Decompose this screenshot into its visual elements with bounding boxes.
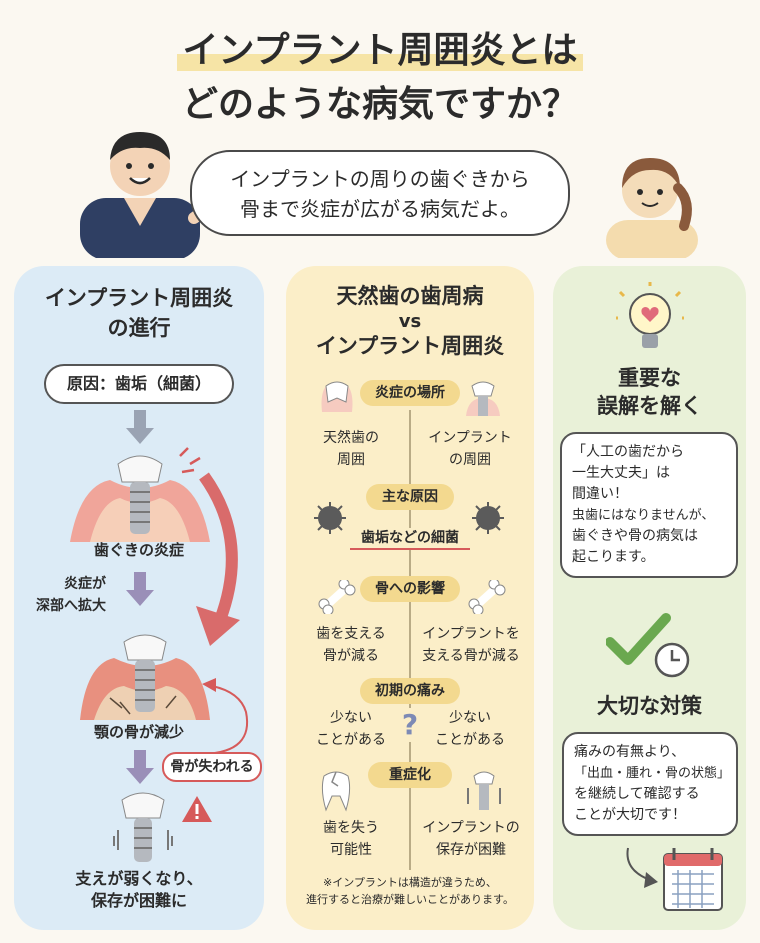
inflamed-implant-icon (70, 447, 210, 542)
implant-tooth-icon (466, 381, 500, 416)
page-title-line2: どのような病気ですか？ (181, 84, 578, 125)
countermeasure-line1: 痛みの有無より、 (574, 744, 686, 760)
curved-red-arrow-icon (196, 472, 240, 646)
countermeasure-title: 大切な対策 (597, 694, 702, 718)
misconception-line2: 一生大丈夫」は (572, 465, 670, 481)
down-arrow-icon (126, 410, 154, 444)
misconception-line5: 歯ぐきや骨の病気は (572, 528, 698, 544)
row3-left-line2: 骨が減る (323, 648, 379, 664)
comparison-divider (409, 410, 411, 870)
row1-right-line2: の周囲 (449, 452, 491, 468)
countermeasure-line2: 「出血・腫れ・骨の状態」 (574, 766, 731, 781)
step-gum-inflammation: 歯ぐきの炎症 (93, 541, 184, 559)
step-bone-loss: 顎の骨が減少 (93, 723, 184, 741)
row4-right-line2: ことがある (435, 732, 505, 748)
comparison-title-line2: インプラント周囲炎 (315, 334, 505, 358)
bone-lost-label: 骨が失われる (162, 752, 262, 782)
pill-inflammation-site: 炎症の場所 (360, 380, 460, 406)
row1-left-line2: 周囲 (337, 452, 365, 468)
misconception-box: 「人工の歯だから 一生大丈夫」は 間違い！ 虫歯にはなりませんが、 歯ぐきや骨の… (560, 432, 738, 578)
calendar-icon (626, 847, 723, 911)
countermeasure-line3: を継続して確認する (574, 786, 700, 802)
row1-right-line1: インプラント (428, 430, 512, 446)
row1-left-line1: 天然歯の (323, 430, 379, 446)
loose-implant-icon (113, 792, 173, 862)
doctor-illustration (80, 132, 212, 258)
row5-left-line1: 歯を失う (323, 820, 379, 836)
pill-severe: 重症化 (368, 762, 452, 788)
row4-left-line1: 少ない (330, 710, 372, 726)
row5-right-line1: インプラントの (422, 820, 520, 836)
bone-icon-left (318, 580, 356, 614)
patient-illustration (606, 158, 698, 258)
row4-right-line1: 少ない (449, 710, 491, 726)
bone-loss-implant-icon (80, 634, 210, 720)
misconception-line4: 虫歯にはなりませんが、 (572, 508, 715, 523)
question-icon: ? (396, 708, 424, 742)
lightbulb-heart-icon (616, 282, 684, 348)
warning-icon (182, 796, 212, 822)
progression-title-line2: の進行 (107, 316, 171, 340)
speech-line1: インプラントの周りの歯ぐきから (230, 167, 530, 191)
comparison-note-line1: ※インプラントは構造が違うため、 (323, 876, 497, 889)
bacteria-icon-left (314, 502, 346, 534)
down-arrow-icon-3 (126, 750, 154, 784)
countermeasure-box: 痛みの有無より、 「出血・腫れ・骨の状態」 を継続して確認する ことが大切です！ (562, 732, 738, 836)
cause-label: 原因：歯垢（細菌） (44, 364, 234, 404)
spread-label-line1: 炎症が (64, 576, 106, 592)
broken-tooth-icon (321, 771, 351, 812)
row2-center: 歯垢などの細菌 (350, 528, 470, 550)
pill-main-cause: 主な原因 (366, 484, 454, 510)
row5-left-line2: 可能性 (330, 842, 372, 858)
speech-bubble: インプラントの周りの歯ぐきから 骨まで炎症が広がる病気だよ。 (190, 150, 570, 236)
comparison-vs: vs (398, 311, 422, 332)
comparison-title-line1: 天然歯の歯周病 (336, 284, 484, 308)
misconception-line6: 起こります。 (572, 549, 655, 565)
pill-bone-effect: 骨への影響 (360, 576, 460, 602)
progression-title-line1: インプラント周囲炎 (44, 286, 234, 310)
row3-left-line1: 歯を支える (316, 626, 386, 642)
countermeasure-line4: ことが大切です！ (574, 807, 686, 823)
tips-title-line1: 重要な (618, 366, 681, 390)
final-state-line2: 保存が困難に (90, 891, 187, 910)
return-arrow-icon (202, 678, 249, 755)
bacteria-icon-right (472, 502, 504, 534)
row3-right-line2: 支える骨が減る (422, 648, 520, 664)
row4-left-line2: ことがある (316, 732, 386, 748)
spread-label-line2: 深部へ拡大 (36, 598, 106, 614)
check-clock-icon (606, 613, 690, 678)
down-arrow-icon-2 (126, 572, 154, 606)
bone-icon-right (468, 580, 506, 614)
loose-implant-small-icon (467, 771, 501, 810)
natural-tooth-icon (321, 381, 353, 412)
tips-title-line2: 誤解を解く (597, 394, 702, 418)
misconception-line3: 間違い！ (572, 486, 628, 502)
final-state-line1: 支えが弱くなり、 (75, 869, 203, 888)
row5-right-line2: 保存が困難 (436, 842, 506, 858)
misconception-line1: 「人工の歯だから (572, 444, 684, 460)
speech-line2: 骨まで炎症が広がる病気だよ。 (240, 197, 520, 221)
page-title-line1: インプラント周囲炎とは (0, 26, 760, 76)
comparison-note-line2: 進行すると治療が難しいことがあります。 (306, 893, 514, 906)
row3-right-line1: インプラントを (422, 626, 520, 642)
pill-early-pain: 初期の痛み (360, 678, 460, 704)
